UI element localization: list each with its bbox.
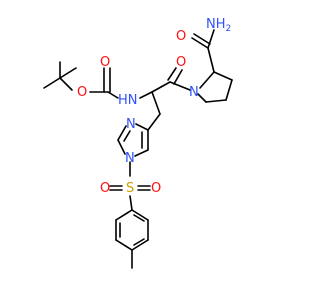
bond-imid-c2-n3 xyxy=(117,125,127,141)
bond-ring-4 xyxy=(131,239,149,251)
bonds xyxy=(43,29,233,269)
bond-nh-alpha xyxy=(139,91,153,99)
label-prolyl-o: O xyxy=(176,55,186,70)
label-boc-o-ester: O xyxy=(77,85,87,100)
bond-prolyl-co-double-2 xyxy=(173,69,183,85)
label-so-left: O xyxy=(100,181,110,196)
molecule-structure-canvas: NH2 O O O HN O N N N S O O xyxy=(43,17,233,269)
label-so-right: O xyxy=(151,181,161,196)
bond-c-nh xyxy=(107,91,119,99)
bond-ring-double-3 xyxy=(133,214,145,222)
bond-imid-c2-n3-double xyxy=(123,130,131,142)
bond-ring-1 xyxy=(115,209,133,221)
bond-imid-c5-n1 xyxy=(134,149,149,157)
bond-carbonyl-pro-n xyxy=(169,81,191,91)
bond-ring-6 xyxy=(131,209,149,221)
bond-tbu-me-left xyxy=(43,77,61,89)
bond-s-ring xyxy=(129,195,133,211)
label-amide-o: O xyxy=(176,29,186,44)
bond-amide-co-double-1 xyxy=(191,37,209,49)
bond-ch2-imid xyxy=(147,113,161,131)
bond-pro-c2-c3 xyxy=(213,71,233,81)
bond-alpha-ch2 xyxy=(151,91,161,115)
label-imid-n3: N xyxy=(126,117,136,132)
bond-tbu-me-right xyxy=(59,67,77,79)
bond-c2-amide-c xyxy=(207,47,215,73)
bond-pro-c4-c5 xyxy=(205,99,227,103)
bond-imid-n1-c2 xyxy=(117,139,126,155)
bond-ring-3 xyxy=(115,239,133,251)
label-boc-nh: HN xyxy=(118,93,138,108)
label-proline-n: N xyxy=(189,85,199,100)
bond-ring-double-2 xyxy=(133,238,145,246)
bond-prolyl-co-double-1 xyxy=(167,67,177,81)
bond-imid-n3-c4 xyxy=(135,123,149,131)
bond-pro-c5-n xyxy=(197,93,207,103)
bond-pro-n-c2 xyxy=(199,71,215,89)
bond-pro-c3-c4 xyxy=(225,79,233,101)
label-imid-n1: N xyxy=(125,151,135,166)
bond-tbu-o xyxy=(59,77,73,91)
label-boc-o-carbonyl: O xyxy=(100,55,110,70)
atom-labels: NH2 O O O HN O N N N S O O xyxy=(77,17,231,196)
bond-alpha-carbonyl xyxy=(151,81,171,93)
bond-amide-c-n xyxy=(207,29,215,49)
molecule-structure-diagram: NH2 O O O HN O N N N S O O xyxy=(43,17,233,269)
label-amide-nh2: NH2 xyxy=(206,17,231,34)
bond-amide-co-double-2 xyxy=(193,33,211,45)
label-sulfur: S xyxy=(126,181,134,196)
